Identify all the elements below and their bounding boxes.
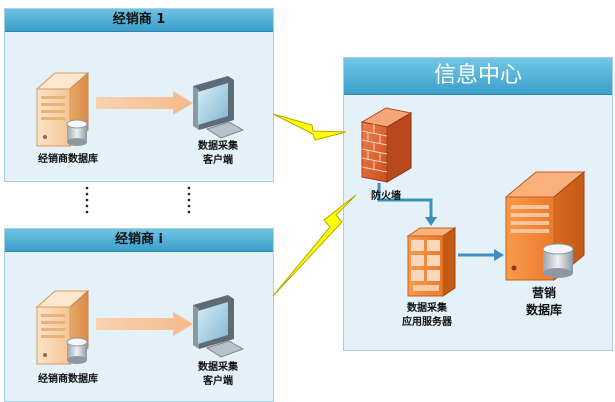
dealer-i-db-label: 经销商数据库: [38, 374, 98, 385]
firewall-icon: [360, 107, 413, 183]
dealer-i-client-label-line1: 数据采集: [198, 362, 238, 373]
dealer-i-client-label-line2: 客户端: [203, 376, 233, 387]
dealer-1-client-label-line1: 数据采集: [198, 141, 238, 152]
dealer-i-client-monitor-icon: [193, 295, 245, 358]
dealer-1-flow-arrow-icon: [96, 91, 193, 115]
dealer-i-flow-arrow-icon: [96, 312, 193, 336]
dealer-1-title: 经销商 1: [5, 9, 273, 32]
ellipsis-dots-right: [187, 186, 191, 214]
marketing-database-icon: [504, 170, 586, 282]
dealer-1-client-label-line2: 客户端: [203, 155, 233, 166]
firewall-label: 防火墙: [371, 191, 401, 202]
dealer-1-db-label: 经销商数据库: [38, 154, 98, 165]
ellipsis-dots-left: [85, 186, 89, 214]
marketing-db-label-line1: 营销: [531, 286, 556, 300]
dealer-i-title: 经销商 i: [5, 229, 273, 252]
lightning-bolt-2-icon: [272, 194, 357, 297]
info-center-title: 信息中心: [344, 58, 612, 95]
lightning-bolt-1-icon: [272, 113, 347, 141]
dealer-1-client-monitor-icon: [193, 76, 245, 139]
info-center-panel: 信息中心: [343, 57, 613, 351]
firewall-to-server-connector: [377, 183, 437, 226]
marketing-db-label-line2: 数据库: [525, 303, 562, 317]
dealer-1-database-server-icon: [35, 71, 90, 148]
app-server-label-line2: 应用服务器: [402, 317, 452, 328]
app-server-label-line1: 数据采集: [407, 303, 447, 314]
app-server-icon: [406, 227, 457, 297]
dealer-i-database-server-icon: [35, 289, 90, 366]
server-to-database-arrow: [458, 249, 504, 261]
